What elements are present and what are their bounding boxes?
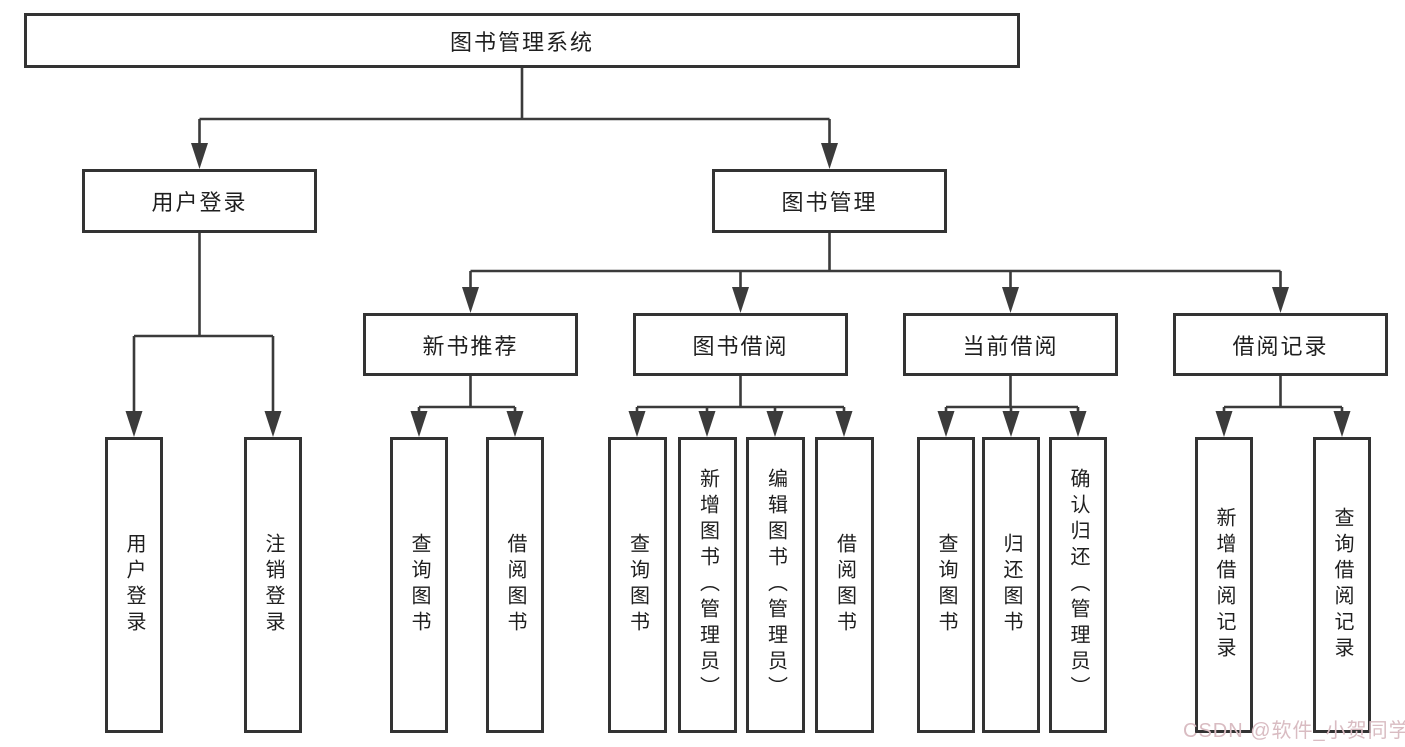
node-label: 新增图书（管理员） — [696, 468, 719, 702]
node-label: 查询借阅记录 — [1331, 507, 1353, 663]
node-label: 查询图书 — [935, 533, 957, 637]
node-current-borrow: 当前借阅 — [903, 313, 1118, 376]
leaf-borrow-books-recommend: 借阅图书 — [486, 437, 544, 733]
leaf-logout: 注销登录 — [244, 437, 302, 733]
node-label: 注销登录 — [262, 533, 284, 637]
node-label: 借阅图书 — [504, 533, 526, 637]
leaf-add-borrow-record: 新增借阅记录 — [1195, 437, 1253, 733]
node-label: 归还图书 — [1000, 533, 1022, 637]
node-label: 借阅记录 — [1232, 333, 1329, 359]
node-label: 当前借阅 — [962, 333, 1059, 359]
leaf-confirm-return-admin: 确认归还（管理员） — [1049, 437, 1107, 733]
node-label: 查询图书 — [626, 533, 649, 637]
node-label: 图书借阅 — [692, 333, 789, 359]
leaf-add-book-admin: 新增图书（管理员） — [678, 437, 737, 733]
node-label: 新书推荐 — [422, 333, 519, 359]
node-new-book-recommend: 新书推荐 — [363, 313, 578, 376]
arrowheads — [125, 143, 1351, 437]
node-user-login: 用户登录 — [82, 169, 317, 233]
node-borrow-records: 借阅记录 — [1173, 313, 1388, 376]
leaf-query-borrow-record: 查询借阅记录 — [1313, 437, 1371, 733]
node-label: 用户登录 — [123, 533, 145, 637]
node-label: 查询图书 — [408, 533, 430, 637]
node-label: 图书管理 — [781, 190, 878, 215]
node-book-management: 图书管理 — [712, 169, 947, 233]
node-label: 确认归还（管理员） — [1067, 468, 1089, 702]
leaf-query-books-recommend: 查询图书 — [390, 437, 448, 733]
leaf-return-books: 归还图书 — [982, 437, 1040, 733]
node-book-borrow: 图书借阅 — [633, 313, 848, 376]
leaf-user-login: 用户登录 — [105, 437, 163, 733]
node-root-system: 图书管理系统 — [24, 13, 1020, 68]
node-label: 用户登录 — [151, 190, 248, 215]
node-label: 编辑图书（管理员） — [764, 468, 787, 702]
node-label: 图书管理系统 — [449, 29, 594, 55]
node-label: 借阅图书 — [833, 533, 856, 637]
leaf-edit-book-admin: 编辑图书（管理员） — [746, 437, 805, 733]
leaf-query-books-borrow: 查询图书 — [608, 437, 667, 733]
leaf-borrow-books: 借阅图书 — [815, 437, 874, 733]
node-label: 新增借阅记录 — [1213, 507, 1235, 663]
leaf-query-books-current: 查询图书 — [917, 437, 975, 733]
csdn-watermark: CSDN @软件_小贺同学 — [1183, 720, 1405, 742]
